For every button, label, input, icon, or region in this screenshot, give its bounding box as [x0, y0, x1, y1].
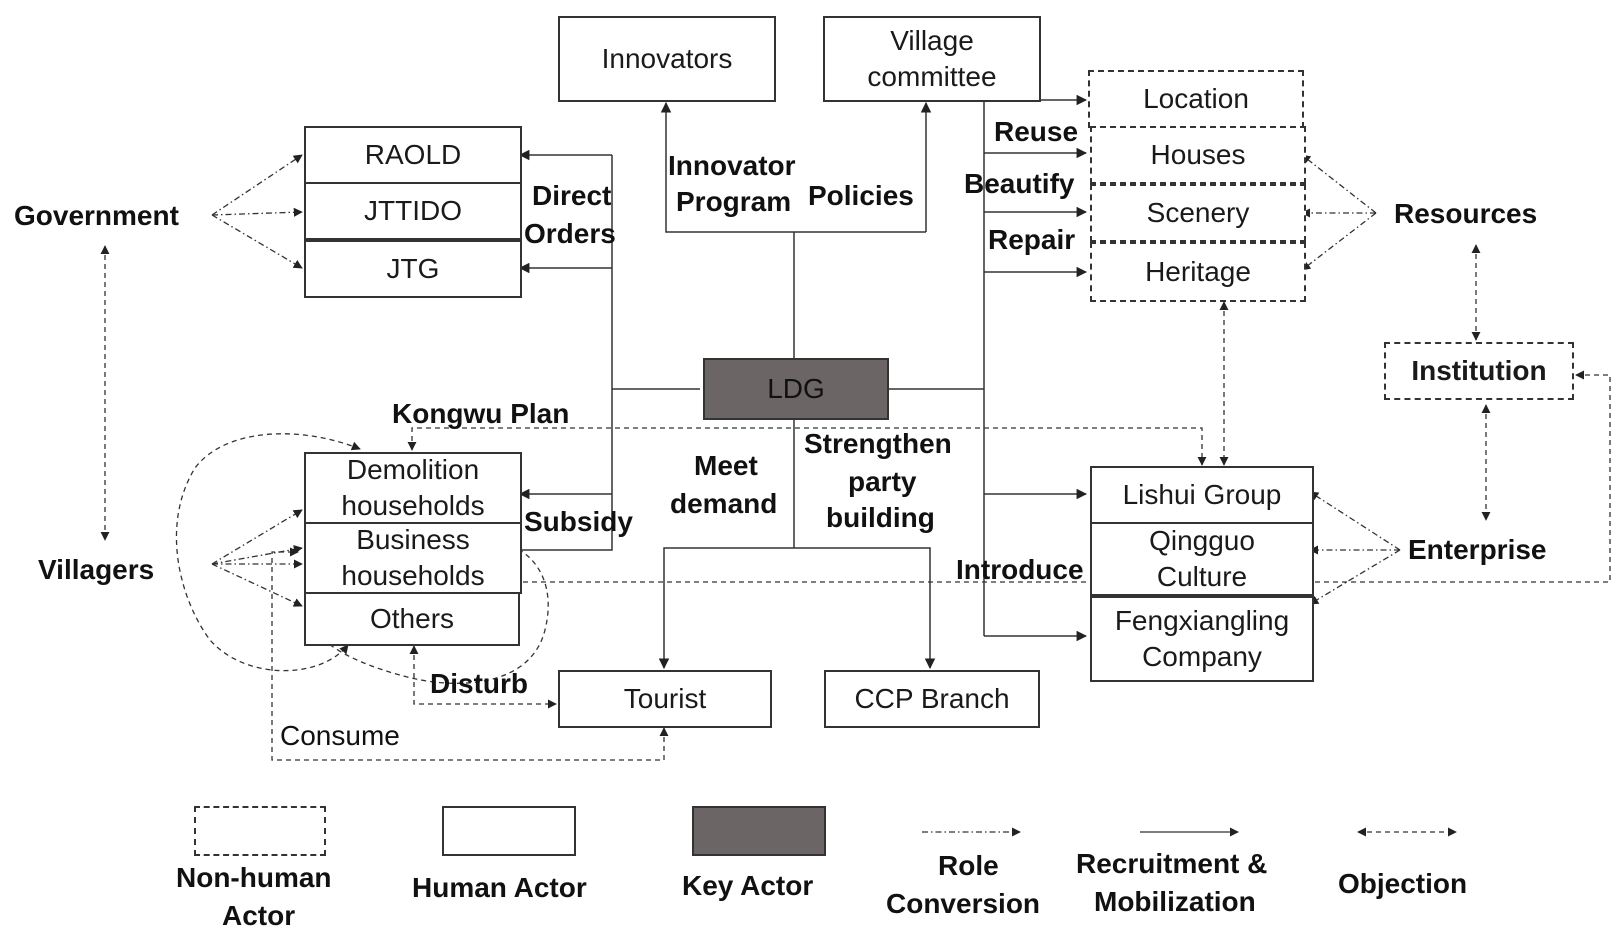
node-innovators: Innovators — [558, 16, 776, 102]
label-strengthen-3: building — [826, 502, 935, 533]
node-fengxiangling-label: Fengxiangling Company — [1114, 605, 1290, 672]
legend-nonhuman-2: Actor — [222, 900, 296, 931]
node-institution: Institution — [1384, 342, 1574, 400]
label-innovator-program-1: Innovator — [668, 150, 796, 181]
edge-vil-demolition — [211, 509, 303, 565]
node-business-label: Business households — [341, 524, 485, 591]
legend-recruit-2: Mobilization — [1094, 886, 1256, 917]
group-resources: Resources — [1394, 198, 1538, 229]
group-villagers: Villagers — [38, 554, 155, 585]
node-heritage: Heritage — [1090, 242, 1306, 302]
label-meet-demand-1: Meet — [694, 450, 758, 481]
edge-gov-jtg — [211, 214, 303, 269]
legend-human: Human Actor — [412, 872, 587, 903]
node-others: Others — [304, 592, 520, 646]
edge-vil-business-a — [211, 544, 303, 565]
legend-objection: Objection — [1338, 868, 1468, 899]
node-ldg-label: LDG — [767, 373, 825, 404]
node-qingguo-culture: Qingguo Culture — [1090, 522, 1314, 596]
node-lishui-label: Lishui Group — [1122, 479, 1282, 510]
node-ldg: LDG — [703, 358, 889, 420]
node-ccp-branch: CCP Branch — [824, 670, 1040, 728]
node-village-committee: Village committee — [823, 16, 1041, 102]
node-tourist-label: Tourist — [623, 683, 707, 714]
node-village-committee-label: Village committee — [867, 25, 997, 92]
node-institution-label: Institution — [1411, 355, 1547, 386]
node-houses: Houses — [1090, 126, 1306, 184]
legend-role-2: Conversion — [886, 888, 1041, 919]
node-raold-label: RAOLD — [364, 139, 462, 170]
legend-recruit-1: Recruitment & — [1076, 848, 1268, 879]
label-policies: Policies — [808, 180, 914, 211]
label-beautify: Beautify — [964, 168, 1075, 199]
node-business-households: Business households — [304, 522, 522, 594]
node-location: Location — [1088, 70, 1304, 128]
node-houses-label: Houses — [1150, 139, 1246, 170]
legend-swatch-nonhuman — [194, 806, 326, 856]
node-fengxiangling-company: Fengxiangling Company — [1090, 596, 1314, 682]
node-qingguo-label: Qingguo Culture — [1149, 525, 1255, 592]
node-tourist: Tourist — [558, 670, 772, 728]
node-ccp-label: CCP Branch — [854, 683, 1010, 714]
edge-left-bus — [520, 155, 613, 551]
label-innovator-program-2: Program — [676, 186, 792, 217]
edge-ent-lishui — [1309, 491, 1401, 551]
node-scenery-label: Scenery — [1146, 197, 1250, 228]
node-demolition-label: Demolition households — [341, 454, 485, 521]
loop-villagers-outer — [175, 433, 361, 672]
legend-key: Key Actor — [682, 870, 814, 901]
edge-vil-others — [211, 563, 303, 607]
edge-gov-jttido — [211, 207, 303, 217]
label-kongwu-plan: Kongwu Plan — [392, 398, 570, 429]
legend-swatch-human — [442, 806, 576, 856]
node-jttido: JTTIDO — [304, 182, 522, 240]
edge-to-innovators — [660, 101, 926, 233]
node-innovators-label: Innovators — [601, 43, 733, 74]
node-jttido-label: JTTIDO — [364, 195, 462, 226]
group-enterprise: Enterprise — [1408, 534, 1547, 565]
edge-institution-enterprise-link — [489, 370, 1611, 587]
label-meet-demand-2: demand — [670, 488, 778, 519]
label-strengthen-2: party — [848, 466, 917, 497]
node-demolition-households: Demolition households — [304, 452, 522, 524]
label-strengthen-1: Strengthen — [804, 428, 952, 459]
edge-res-heritage — [1301, 212, 1377, 271]
node-others-label: Others — [369, 603, 455, 634]
label-direct-orders-2: Orders — [524, 218, 616, 249]
label-reuse: Reuse — [994, 116, 1079, 147]
node-lishui-group: Lishui Group — [1090, 466, 1314, 524]
edge-res-houses — [1301, 154, 1377, 214]
label-disturb: Disturb — [430, 668, 528, 699]
legend-nonhuman-1: Non-human — [176, 862, 332, 893]
label-repair: Repair — [988, 224, 1076, 255]
node-raold: RAOLD — [304, 126, 522, 184]
group-government: Government — [14, 200, 179, 231]
edge-consume — [271, 547, 669, 761]
label-subsidy: Subsidy — [524, 506, 633, 537]
edge-ent-fengxiangling — [1309, 549, 1401, 605]
node-heritage-label: Heritage — [1145, 256, 1251, 287]
node-location-label: Location — [1143, 83, 1249, 114]
node-scenery: Scenery — [1090, 184, 1306, 242]
loop-villagers-inner — [306, 535, 549, 684]
legend-role-1: Role — [938, 850, 999, 881]
edge-to-ccp — [794, 547, 936, 670]
node-jtg-label: JTG — [386, 253, 440, 284]
node-jtg: JTG — [304, 240, 522, 298]
label-direct-orders-1: Direct — [532, 180, 612, 211]
edge-gov-raold — [211, 154, 303, 216]
label-consume: Consume — [280, 720, 400, 751]
edge-to-tourist — [658, 547, 794, 670]
legend-swatch-key — [692, 806, 826, 856]
label-introduce: Introduce — [956, 554, 1084, 585]
